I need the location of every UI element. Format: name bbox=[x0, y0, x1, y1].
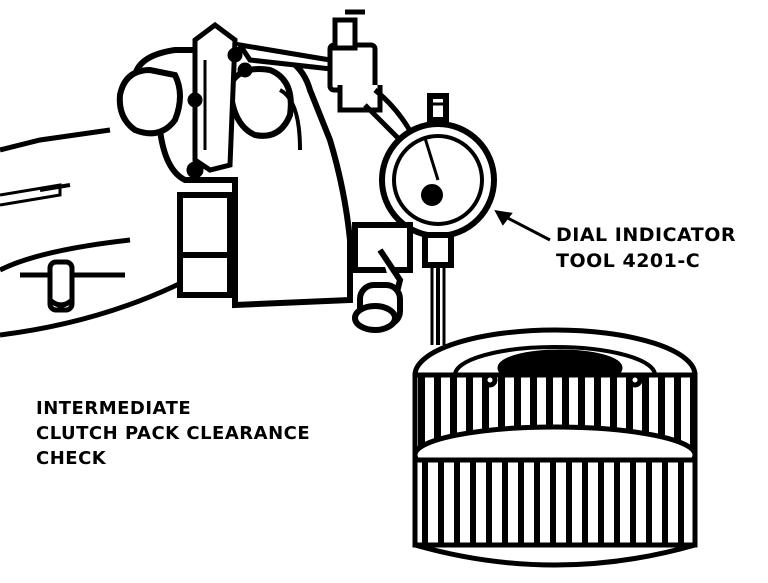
base-plate bbox=[0, 127, 243, 338]
dial-indicator-label-line1: DIAL INDICATOR bbox=[556, 224, 736, 246]
indicator-arm bbox=[234, 9, 418, 152]
dial-callout-arrow bbox=[494, 210, 551, 242]
clamp-bracket bbox=[186, 21, 253, 179]
figure-caption-line2: CLUTCH PACK CLEARANCE bbox=[36, 423, 311, 444]
dial-indicator-label: DIAL INDICATOR TOOL 4201-C bbox=[556, 222, 736, 274]
figure-caption: INTERMEDIATE CLUTCH PACK CLEARANCE CHECK bbox=[36, 396, 310, 471]
figure-caption-line1: INTERMEDIATE bbox=[36, 398, 192, 419]
clamp-knob bbox=[352, 222, 413, 333]
dial-indicator bbox=[379, 93, 497, 345]
dial-indicator-label-line2: TOOL 4201-C bbox=[556, 250, 701, 272]
fixture-body bbox=[116, 47, 353, 309]
t-handle-screw bbox=[20, 259, 125, 313]
figure-caption-line3: CHECK bbox=[36, 448, 107, 469]
clutch-pack bbox=[412, 327, 698, 568]
